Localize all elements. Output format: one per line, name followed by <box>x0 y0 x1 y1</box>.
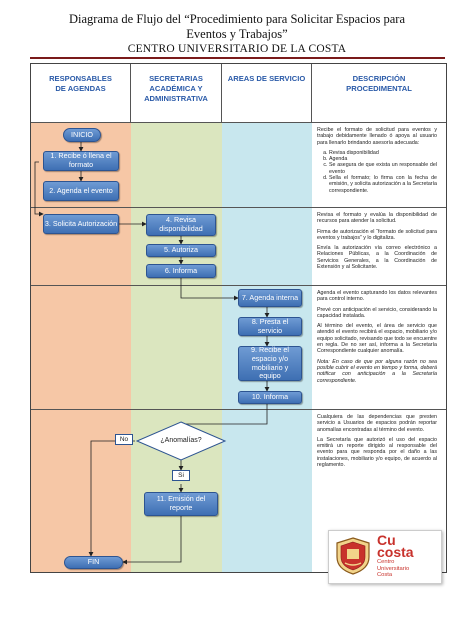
institution-name: CENTRO UNIVERSITARIO DE LA COSTA <box>127 43 347 55</box>
header-descripcion: DESCRIPCIÓN PROCEDIMENTAL <box>346 74 412 93</box>
description-block-1: Recibe el formato de solicitud para even… <box>317 127 437 198</box>
logo-brand: Cu costa <box>377 532 414 560</box>
band-divider-header <box>31 122 446 123</box>
title-divider <box>30 57 445 59</box>
logo-name-line2: Universitario <box>377 565 410 572</box>
description-block-4: Cualquiera de las dependencias que prest… <box>317 414 437 472</box>
step-10-inform: 10. Informa <box>238 391 302 404</box>
desc-1-list: Revisa disponibilidad Agenda Se asegura … <box>317 150 437 194</box>
step-5-authorize: 5. Autoriza <box>146 244 216 257</box>
band-divider-3 <box>31 409 446 410</box>
logo-brand-line2: costa <box>377 544 414 560</box>
band-divider-1 <box>31 207 446 208</box>
header-secretarias: SECRETARIAS ACADÉMICA Y ADMINISTRATIVA <box>131 64 222 122</box>
decision-diamond <box>135 421 227 461</box>
step-8-provide-service: 8. Presta el servicio <box>238 317 302 336</box>
description-block-3: Agenda el evento capturando los datos re… <box>317 290 437 388</box>
end-node: FIN <box>64 556 123 569</box>
desc-1-item-a: Revisa disponibilidad <box>329 150 437 156</box>
logo-name-line3: Costa <box>377 572 393 579</box>
step-3-request-authorization: 3. Solicita Autorización <box>43 214 119 234</box>
cucosta-logo: Cu costa Centro Universitario Costa <box>328 530 442 584</box>
document-title-line2: Eventos y Trabajos” <box>186 27 288 41</box>
step-9-receive-space: 9. Recibe el espacio y/o mobiliario y eq… <box>238 346 302 381</box>
desc-4-p1: Cualquiera de las dependencias que prest… <box>317 414 437 433</box>
logo-name-line1: Centro <box>377 559 395 565</box>
desc-1-item-c: Se asegura de que exista un responsable … <box>329 162 437 175</box>
flow-connectors <box>34 142 270 565</box>
step-11-issue-report: 11. Emisión del reporte <box>144 492 218 516</box>
desc-3-note: Nota: En caso de que por alguna razón no… <box>317 358 437 384</box>
yes-label: Si <box>172 470 190 481</box>
desc-2-p1: Revisa el formato y evalúa la disponibil… <box>317 212 437 225</box>
flowchart-page: RESPONSABLES DE AGENDAS SECRETARIAS ACAD… <box>30 63 447 573</box>
decision-label: ¿Anomalías? <box>160 437 202 444</box>
description-block-2: Revisa el formato y evalúa la disponibil… <box>317 212 437 274</box>
desc-1-item-b: Agenda <box>329 156 437 162</box>
step-6-inform: 6. Informa <box>146 264 216 278</box>
desc-1-intro: Recibe el formato de solicitud para even… <box>317 127 437 146</box>
lane-descripcion <box>312 122 446 572</box>
start-node: INICIO <box>63 128 101 142</box>
document-title-line1: Diagrama de Flujo del “Procedimiento par… <box>69 12 405 26</box>
step-7-internal-schedule: 7. Agenda interna <box>238 289 302 307</box>
desc-2-p3: Envía la autorización vía correo electró… <box>317 245 437 271</box>
desc-3-p2: Prevé con anticipación el servicio, cons… <box>317 306 437 319</box>
no-label: No <box>115 434 133 445</box>
header-responsables: RESPONSABLES DE AGENDAS <box>31 64 131 122</box>
step-4-check-availability: 4. Revisa disponibilidad <box>146 214 216 236</box>
desc-4-p2: La Secretaría que autorizó el uso del es… <box>317 436 437 469</box>
desc-3-p1: Agenda el evento capturando los datos re… <box>317 290 437 303</box>
logo-brand-line1: Cu <box>377 532 396 548</box>
step-2-schedule-event: 2. Agenda el evento <box>43 181 119 201</box>
desc-3-p3: Al término del evento, el área de servic… <box>317 323 437 355</box>
header-areas-servicio: AREAS DE SERVICIO <box>222 64 312 122</box>
band-divider-2 <box>31 285 446 286</box>
logo-name: Centro Universitario Costa <box>377 559 409 579</box>
desc-2-p2: Firma de autorización el “formato de sol… <box>317 228 437 241</box>
university-seal-icon <box>336 537 370 575</box>
step-1-receive-form: 1. Recibe ó llena el formato <box>43 151 119 171</box>
desc-1-item-d: Sella el formato; lo firma con la fecha … <box>329 175 437 194</box>
